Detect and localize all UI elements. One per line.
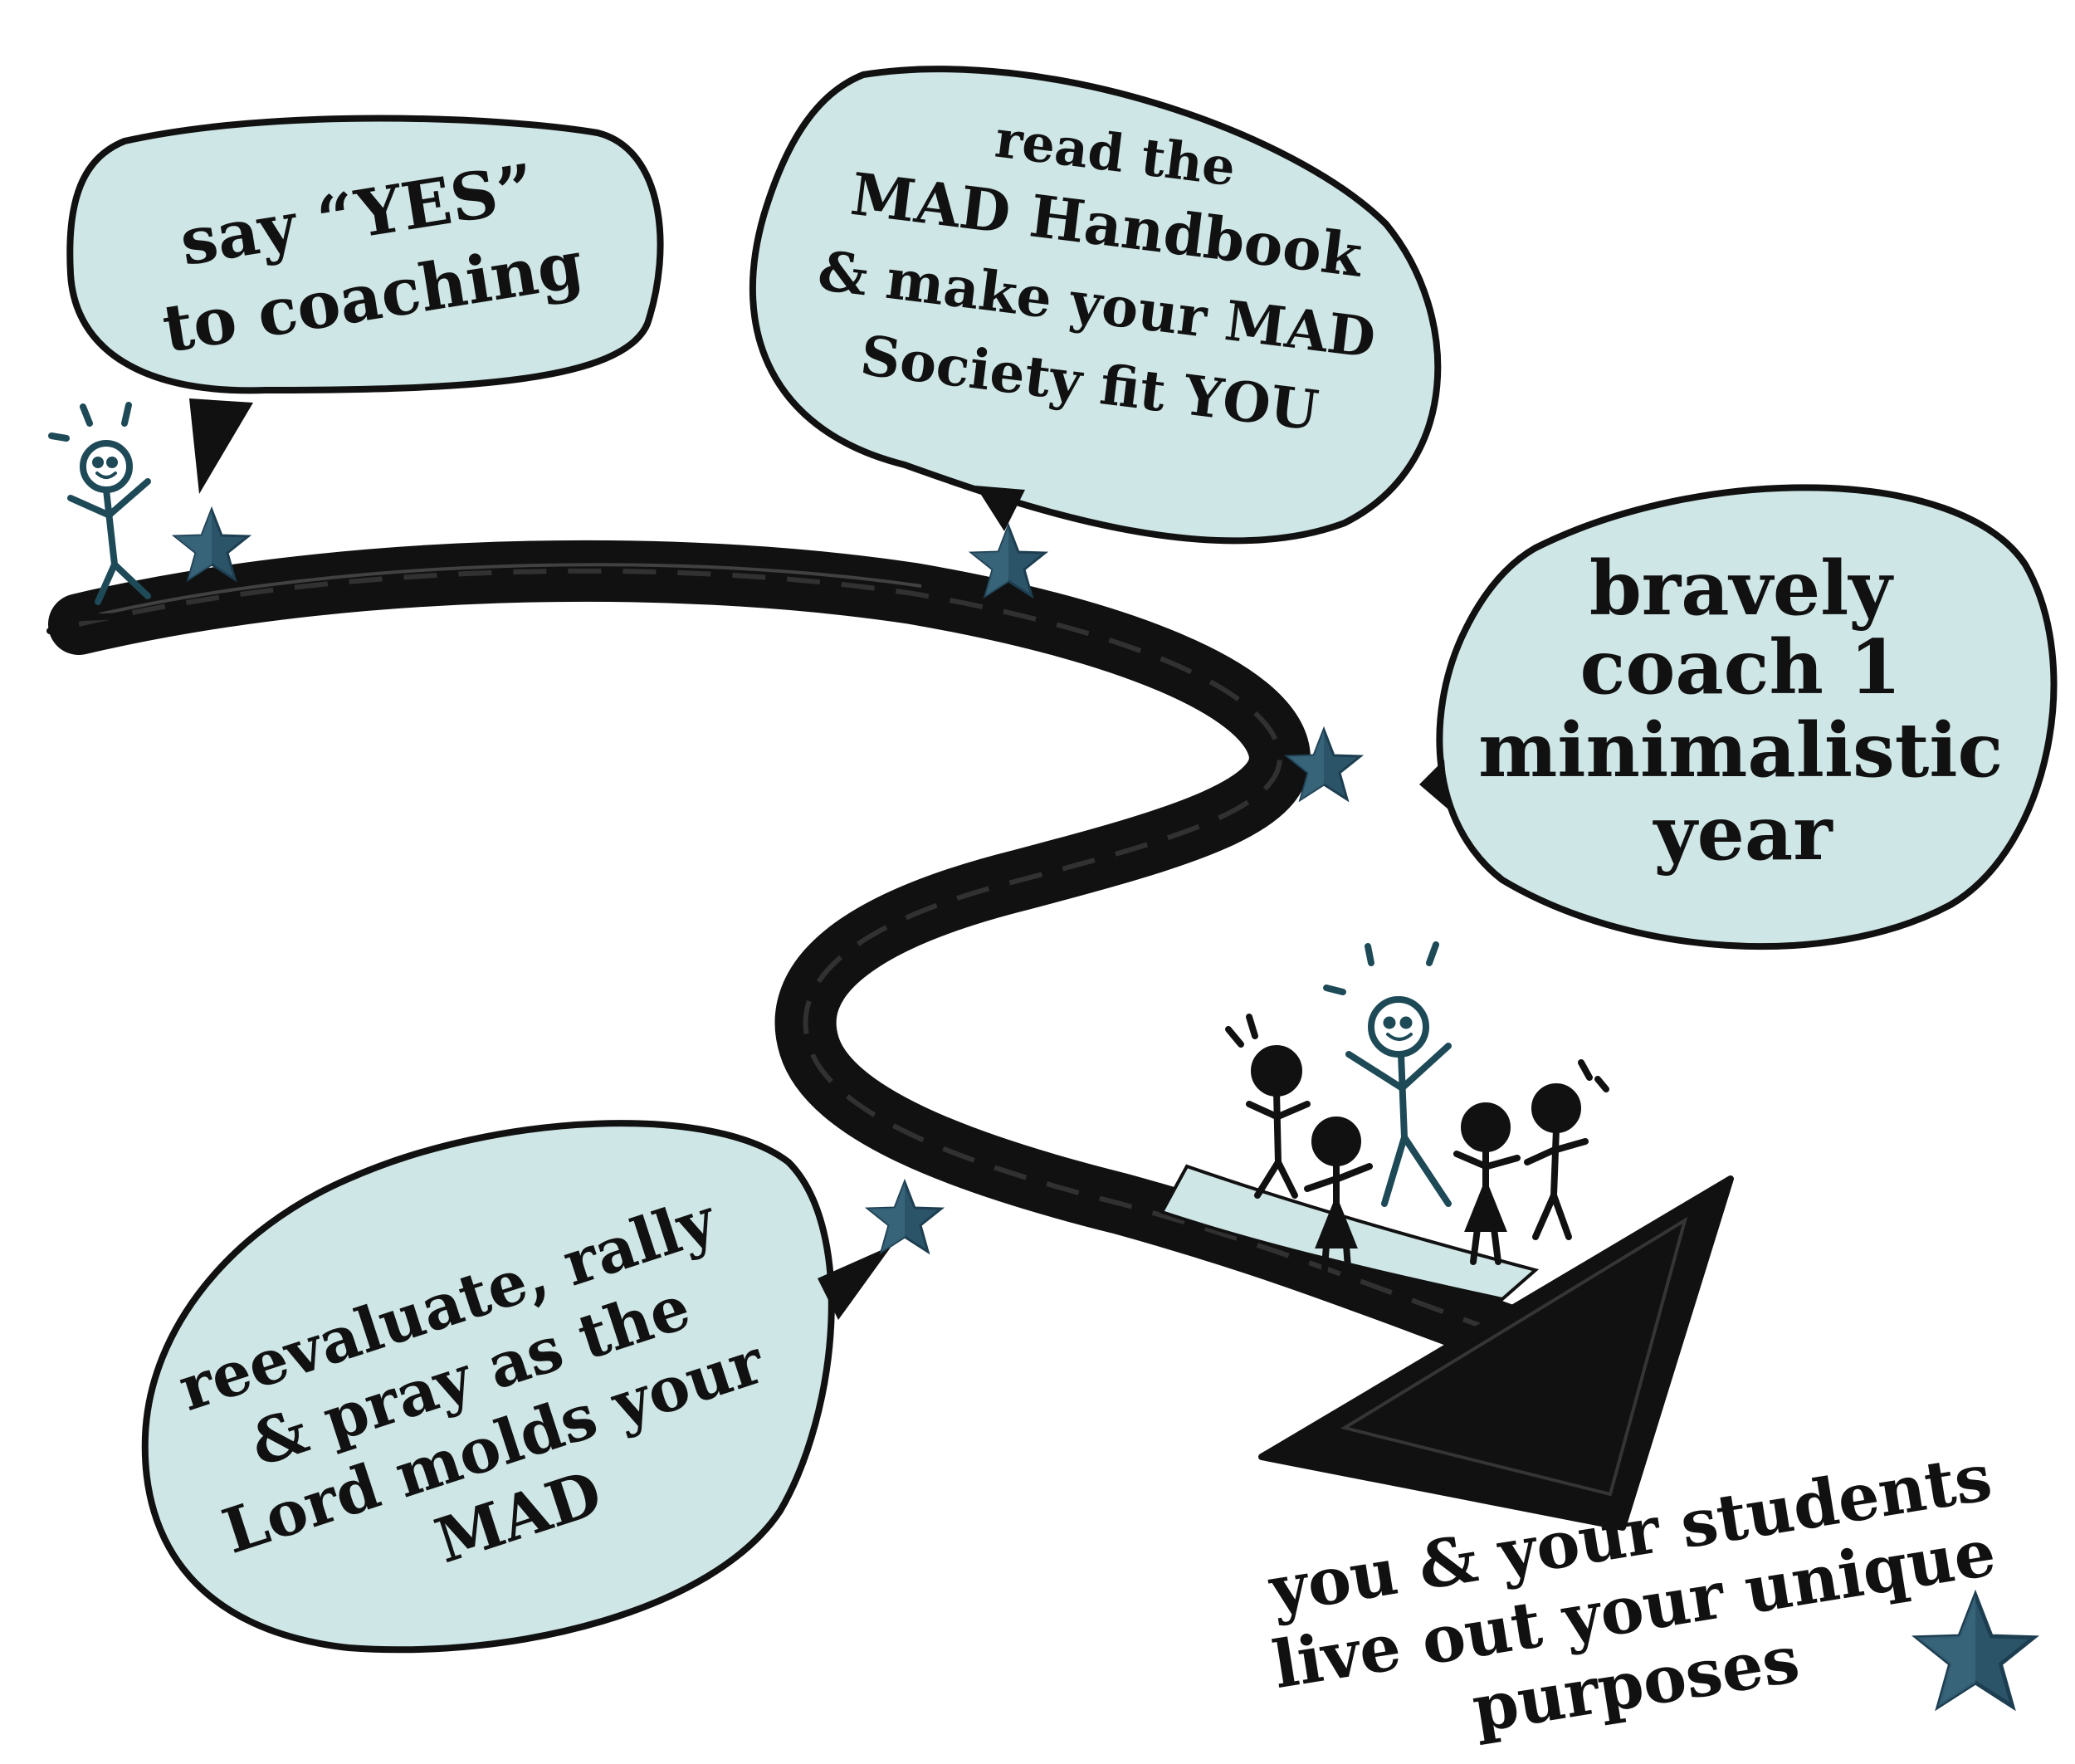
bubble-3-line-2: coach 1: [1580, 623, 1902, 711]
bubble-3-line-1: bravely: [1589, 545, 1894, 633]
bubble-3-line-4: year: [1652, 789, 1833, 877]
star-icon: [1917, 1595, 2034, 1706]
stick-figure-icon: [48, 402, 151, 605]
winding-road: [46, 540, 1734, 1531]
step-bubble-reevaluate: reevaluate, rally & pray as the Lord mol…: [141, 1120, 892, 1654]
step-bubble-bravely-coach: bravely coach 1 minimalistic year: [1419, 484, 2058, 950]
svg-text:bravely coach 1 mi: bravely coach 1 minimalistic year: [1478, 545, 2008, 877]
svg-text:you & your students live: you & your students live out your unique…: [1256, 1439, 2024, 1764]
step-bubble-read-handbook: read the MAD Handbook & make your MAD So…: [749, 66, 1442, 545]
star-icon: [867, 1180, 943, 1253]
group-of-stick-figures-icon: [1225, 941, 1609, 1282]
bubble-3-line-3: minimalistic: [1478, 706, 2003, 794]
final-step-caption: you & your students live out your unique…: [1256, 1439, 2024, 1764]
step-bubble-say-yes: say “YES” to coaching: [66, 115, 664, 494]
